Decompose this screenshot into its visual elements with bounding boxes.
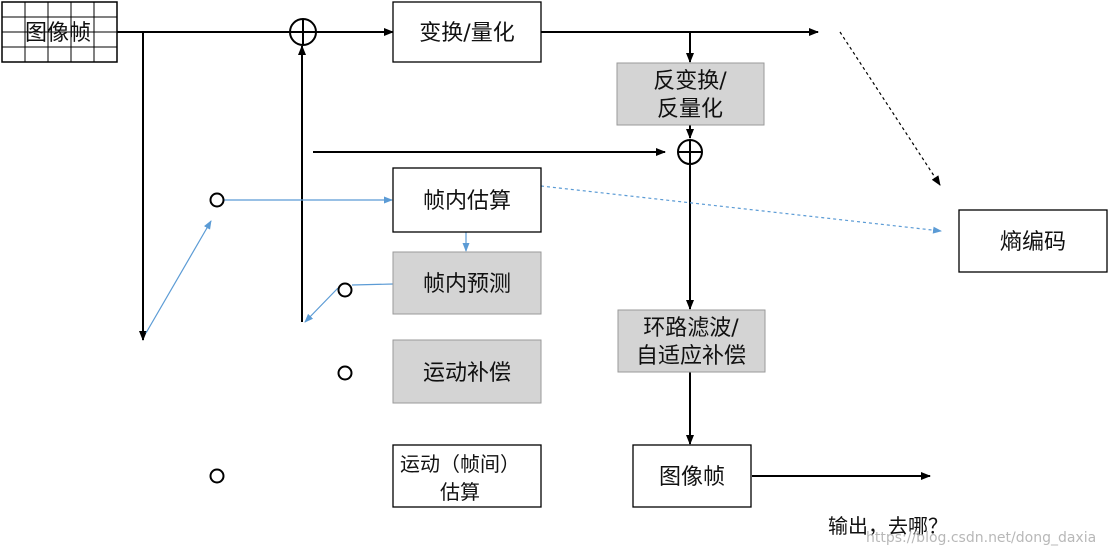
blue-switch-arm bbox=[145, 220, 212, 334]
transform-quant-box bbox=[392, 1, 542, 63]
entropy-coding-box bbox=[958, 209, 1108, 273]
contact-motion-comp bbox=[337, 365, 353, 381]
motion-est-label-2: 估算 bbox=[440, 480, 480, 504]
loop-filter-label-2: 自适应补偿 bbox=[636, 344, 746, 369]
transform-quant-label: 变换/量化 bbox=[419, 21, 514, 46]
output-question: 输出，去哪？ bbox=[828, 514, 948, 538]
loop-filter-label-1: 环路滤波/ bbox=[643, 316, 739, 341]
black-connections bbox=[117, 28, 941, 480]
blue-dotted-to-entropy bbox=[540, 185, 942, 234]
intra-prediction-label: 帧内预测 bbox=[423, 272, 511, 297]
watermark: https://blog.csdn.net/dong_daxia bbox=[866, 530, 1096, 546]
motion-est-box bbox=[392, 444, 542, 508]
motion-comp-label: 运动补偿 bbox=[423, 361, 511, 386]
entropy-coding-label: 熵编码 bbox=[1000, 230, 1066, 255]
inv-transform-label-2: 反量化 bbox=[657, 97, 723, 122]
contact-intra-pred bbox=[337, 282, 353, 298]
switch-contacts bbox=[209, 192, 353, 484]
contact-intra-left bbox=[209, 192, 225, 208]
output-frame-label: 图像帧 bbox=[659, 465, 725, 490]
inv-transform-label-1: 反变换/ bbox=[653, 69, 727, 94]
motion-est-label-1: 运动（帧间） bbox=[400, 452, 520, 476]
inv-transform-box bbox=[616, 62, 765, 126]
loop-filter-box bbox=[617, 309, 766, 373]
input-frame-label: 图像帧 bbox=[25, 21, 91, 46]
blue-pred-to-switch bbox=[351, 283, 394, 286]
adder-recon bbox=[677, 139, 703, 165]
intra-estimation-box bbox=[392, 167, 542, 233]
adder-top bbox=[289, 18, 317, 46]
motion-comp-box bbox=[392, 339, 542, 404]
contact-inter-left bbox=[209, 468, 225, 484]
dotted-to-entropy bbox=[839, 31, 941, 186]
output-frame-box bbox=[632, 444, 752, 508]
blue-connections bbox=[145, 185, 942, 334]
blue-pred-switch-arm bbox=[304, 287, 339, 323]
intra-estimation-label: 帧内估算 bbox=[423, 189, 511, 214]
intra-prediction-box bbox=[392, 251, 542, 315]
